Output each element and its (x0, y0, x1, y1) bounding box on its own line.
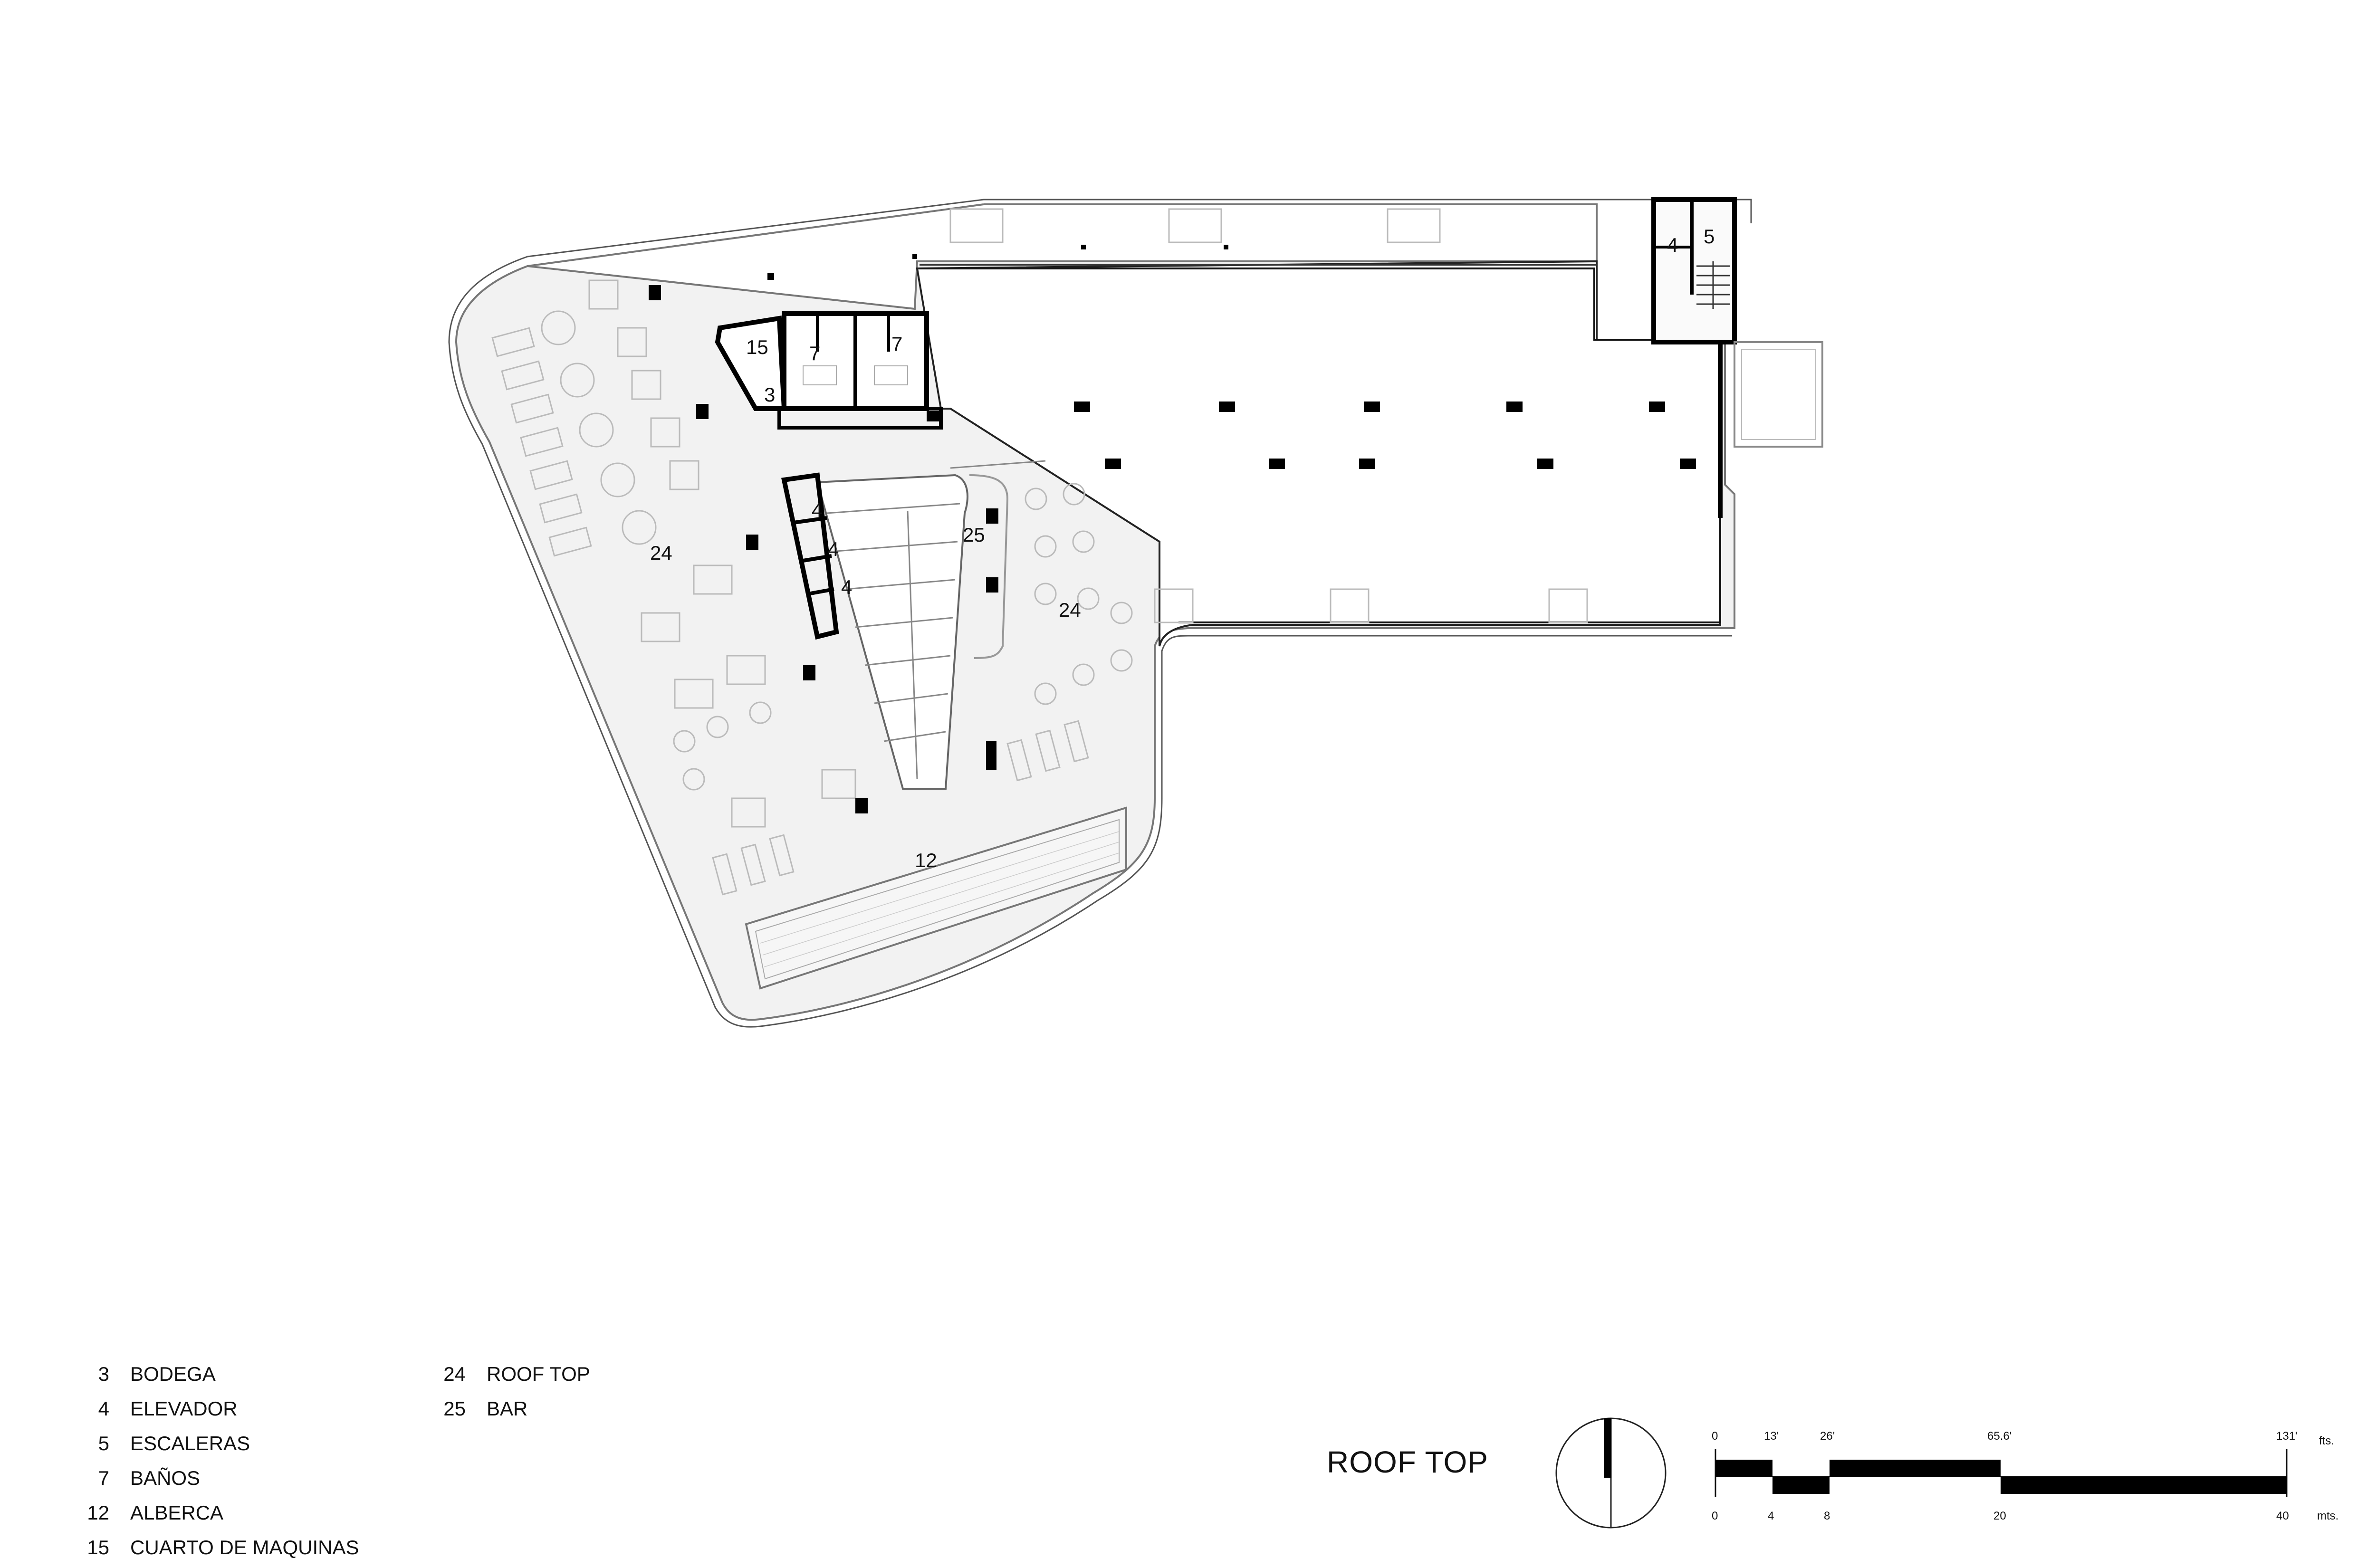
legend-number: 4 (98, 1397, 109, 1420)
scale-meter-tick-3: 20 (1993, 1510, 2006, 1522)
legend-number: 3 (98, 1363, 109, 1385)
room-label-cuarto-maquinas: 15 (746, 336, 768, 358)
legend-label: BODEGA (130, 1363, 216, 1385)
legend-item: 24 ROOF TOP (428, 1357, 590, 1391)
service-core (715, 311, 943, 430)
room-label-elevador-a: 4 (812, 499, 823, 521)
scale-feet-tick-1: 13' (1764, 1430, 1779, 1443)
room-label-roof-top-b: 24 (1059, 599, 1081, 621)
legend-label: ELEVADOR (130, 1397, 238, 1420)
legend-label: ESCALERAS (130, 1432, 250, 1454)
legend-label: ROOF TOP (487, 1363, 590, 1385)
scale-feet-tick-3: 65.6' (1987, 1430, 2012, 1443)
room-label-bodega: 3 (764, 383, 775, 406)
structural-columns (649, 245, 1696, 813)
legend-item: 15 CUARTO DE MAQUINAS (71, 1530, 359, 1565)
legend-number: 25 (443, 1397, 466, 1420)
room-label-bar: 25 (963, 524, 985, 546)
scale-meter-tick-2: 8 (1824, 1510, 1830, 1522)
room-label-alberca: 12 (915, 849, 937, 871)
room-label-escaleras: 5 (1704, 225, 1715, 248)
legend-number: 7 (98, 1467, 109, 1489)
legend-item: 25 BAR (428, 1391, 590, 1426)
sheet-title: ROOF TOP (1327, 1445, 1488, 1479)
scale-feet-unit: fts. (2319, 1434, 2334, 1447)
deck-furniture (491, 208, 1588, 896)
room-label-elevador-b: 4 (828, 538, 839, 560)
room-labels: 3 15 7 7 4 4 4 4 5 24 24 25 12 (650, 225, 1715, 871)
scale-feet-tick-2: 26' (1820, 1430, 1835, 1443)
room-label-banos-a: 7 (809, 342, 820, 364)
atrium (781, 460, 1046, 790)
scale-meter-tick-4: 40 (2276, 1510, 2289, 1522)
scale-bar: 0 13' 26' 65.6' 131' fts. 0 4 8 20 40 mt… (1712, 1430, 2338, 1522)
north-arrow (1555, 1417, 1667, 1529)
legend-item: 7 BAÑOS (71, 1461, 359, 1495)
room-label-banos-b: 7 (891, 333, 902, 355)
scale-feet-tick-0: 0 (1712, 1430, 1718, 1443)
legend-number: 15 (87, 1536, 109, 1558)
legend-left: 3 BODEGA 4 ELEVADOR 5 ESCALERAS 7 BAÑOS 12 AL… (71, 1357, 359, 1565)
legend-item: 12 ALBERCA (71, 1495, 359, 1530)
legend-number: 12 (87, 1501, 109, 1524)
legend-number: 24 (443, 1363, 466, 1385)
scale-meter-tick-0: 0 (1712, 1510, 1718, 1522)
legend-item: 4 ELEVADOR (71, 1391, 359, 1426)
legend-label: BAR (487, 1397, 528, 1420)
scale-meter-tick-1: 4 (1768, 1510, 1774, 1522)
legend-label: CUARTO DE MAQUINAS (130, 1536, 359, 1558)
legend-label: BAÑOS (130, 1467, 201, 1489)
legend-item: 3 BODEGA (71, 1357, 359, 1391)
legend-right: 24 ROOF TOP 25 BAR (428, 1357, 590, 1426)
legend-label: ALBERCA (130, 1501, 224, 1524)
legend-item: 5 ESCALERAS (71, 1426, 359, 1461)
pool (745, 806, 1127, 990)
scale-feet-tick-4: 131' (2276, 1430, 2298, 1443)
east-core (1651, 197, 1823, 448)
room-label-elevador-c: 4 (841, 576, 852, 598)
scale-meter-unit: mts. (2317, 1510, 2338, 1522)
main-hall (916, 260, 1723, 647)
legend-number: 5 (98, 1432, 109, 1454)
room-label-elevador-d: 4 (1667, 234, 1678, 256)
room-label-roof-top-a: 24 (650, 542, 672, 564)
